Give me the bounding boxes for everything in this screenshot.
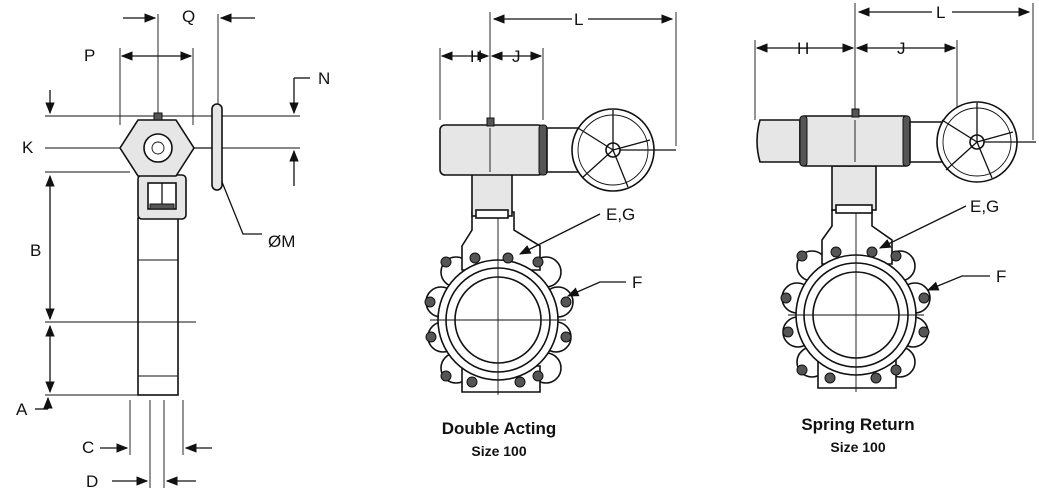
dim-label-h-spring: H	[797, 39, 809, 58]
dim-label-c: C	[82, 438, 94, 457]
double-acting-view	[424, 12, 677, 395]
caption-double-acting-size: Size 100	[471, 443, 526, 459]
dim-label-p: P	[84, 46, 95, 65]
dim-label-h-double: H	[470, 47, 482, 66]
dim-label-k: K	[22, 138, 34, 157]
callout-f-spring: F	[996, 267, 1006, 286]
dim-label-d: D	[86, 472, 98, 491]
dim-label-b: B	[30, 241, 41, 260]
dim-label-l-spring: L	[936, 3, 945, 22]
dim-label-q: Q	[182, 7, 195, 26]
caption-double-acting-title: Double Acting	[442, 419, 557, 438]
callout-eg-spring: E,G	[970, 197, 999, 216]
caption-spring-return-size: Size 100	[830, 439, 885, 455]
spring-return-view	[754, 3, 1036, 392]
callout-f-double: F	[632, 273, 642, 292]
caption-spring-return-title: Spring Return	[801, 415, 914, 434]
dim-label-a: A	[16, 400, 28, 419]
dim-label-m: ØM	[268, 232, 295, 251]
bolt-holes-double	[424, 252, 572, 388]
lug-body-double	[425, 210, 574, 395]
side-view	[35, 13, 310, 488]
dim-label-j-spring: J	[897, 39, 906, 58]
bolt-holes-spring	[780, 246, 930, 384]
callout-eg-double: E,G	[606, 205, 635, 224]
dim-label-j-double: J	[512, 47, 521, 66]
dim-label-l-double: L	[574, 10, 583, 29]
dim-label-n: N	[318, 69, 330, 88]
